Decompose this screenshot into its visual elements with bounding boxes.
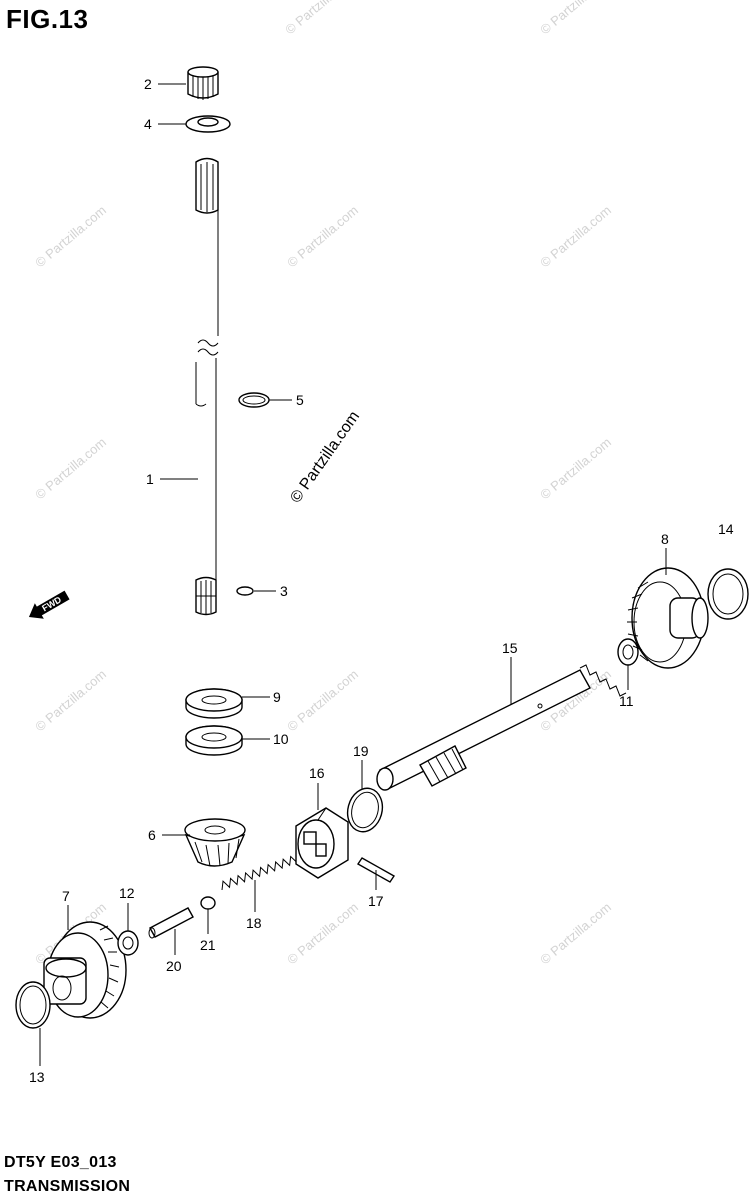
part-8-reverse-bevel-gear [627,567,709,669]
watermark: © Partzilla.com [537,0,614,37]
callout-18: 18 [246,915,262,931]
part-21-ball [200,896,216,910]
part-20-pin [148,907,194,939]
watermark: © Partzilla.com [32,202,109,270]
part-15-propeller-shaft [376,664,627,791]
part-5-oring [238,392,270,408]
callout-12: 12 [119,885,135,901]
callout-9: 9 [273,689,281,705]
callout-16: 16 [309,765,325,781]
callout-6: 6 [148,827,156,843]
part-13-shim [15,981,51,1029]
callout-2: 2 [144,76,152,92]
watermark: © Partzilla.com [284,202,361,270]
watermark: © Partzilla.com [32,434,109,502]
callout-15: 15 [502,640,518,656]
callout-20: 20 [166,958,182,974]
callout-10: 10 [273,731,289,747]
watermark: © Partzilla.com [284,899,361,967]
part-2-pinion-gear [187,66,219,100]
callout-labels: 1 2 3 4 5 6 7 8 9 10 11 12 13 14 15 16 1… [29,76,734,1085]
part-9-shim [185,688,243,719]
watermark: © Partzilla.com [537,202,614,270]
callout-17: 17 [368,893,384,909]
part-4-washer [185,115,231,133]
part-12-washer [117,930,139,956]
callout-13: 13 [29,1069,45,1085]
leader-lines [39,83,667,1066]
callout-1: 1 [146,471,154,487]
part-3-clip [236,586,254,596]
part-10-shim [185,725,243,756]
figure-title: FIG.13 [6,4,89,34]
callout-11: 11 [619,693,634,709]
watermark: © Partzilla.com [282,0,359,37]
figure-name: TRANSMISSION [4,1178,131,1195]
fwd-arrow-icon: FWD [28,590,70,619]
figure-code: DT5Y E03_013 [4,1154,117,1171]
callout-21: 21 [200,937,216,953]
watermark: © Partzilla.com [537,899,614,967]
callout-7: 7 [62,888,70,904]
watermark-main: © Partzilla.com [287,408,363,506]
callout-14: 14 [718,521,734,537]
callout-19: 19 [353,743,369,759]
watermark: © Partzilla.com [32,666,109,734]
part-11-washer [617,638,639,666]
part-6-bevel-gear [184,818,246,867]
callout-8: 8 [661,531,669,547]
watermark: © Partzilla.com [284,666,361,734]
part-1-drive-shaft [195,157,219,616]
callout-4: 4 [144,116,152,132]
callout-3: 3 [280,583,288,599]
watermark: © Partzilla.com [537,434,614,502]
callout-5: 5 [296,392,304,408]
part-19-oring [346,787,384,833]
part-16-clutch-dog [295,807,349,879]
part-7-forward-gear [43,921,127,1019]
part-14-shim [707,568,749,620]
